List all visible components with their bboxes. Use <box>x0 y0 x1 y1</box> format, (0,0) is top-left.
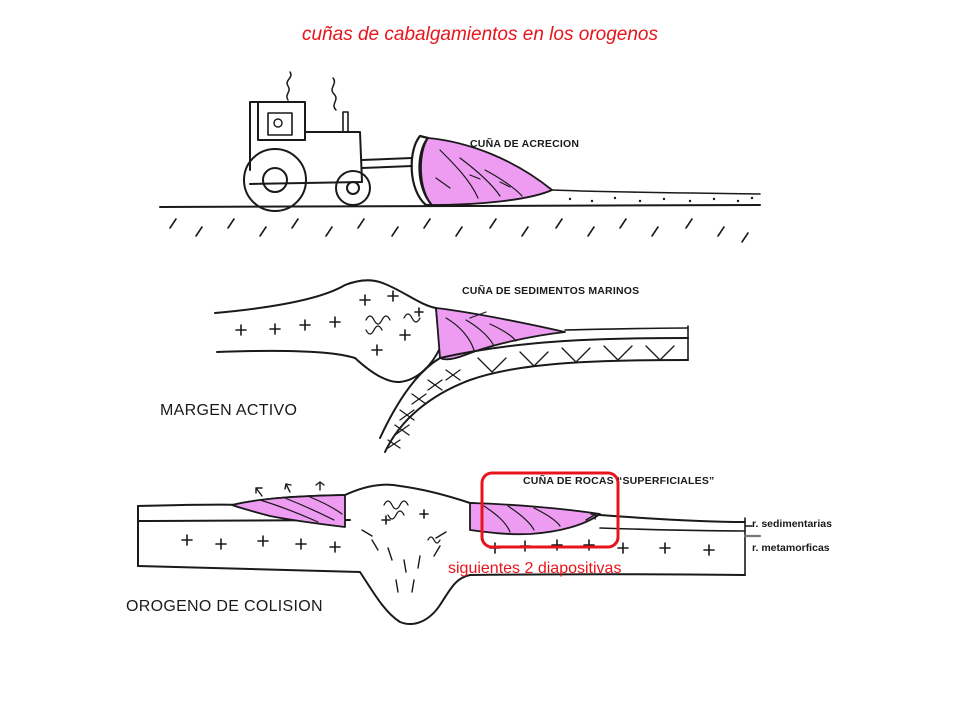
highlight-box <box>480 471 620 549</box>
continental-crust <box>214 279 441 384</box>
sediment-layer <box>551 189 761 195</box>
sediment-base-right <box>599 527 746 532</box>
slab-upper-curve <box>379 357 441 439</box>
subducting-slab-top <box>439 337 689 359</box>
ocean-sediment-top <box>564 327 689 331</box>
ground-line <box>159 204 761 208</box>
sediment-dots <box>568 196 754 203</box>
crust-plus-marks <box>235 290 424 356</box>
foliation-strokes <box>361 529 447 593</box>
subducting-slab-bottom <box>384 359 689 453</box>
label-surface-rock-wedge: CUÑA DE ROCAS “SUPERFICIALES” <box>523 475 715 487</box>
ground-hatching <box>169 218 749 243</box>
tractor-icon <box>243 101 413 212</box>
page-title: cuñas de cabalgamientos en los orogenos <box>302 24 658 45</box>
upper-sediment-line <box>137 503 241 507</box>
label-marine-wedge: CUÑA DE SEDIMENTOS MARINOS <box>462 285 640 297</box>
crust-base <box>137 565 746 625</box>
accretion-wedge-lines <box>435 149 523 199</box>
label-accretion-wedge: CUÑA DE ACRECION <box>470 138 580 150</box>
marine-sediment-wedge <box>435 307 566 361</box>
left-wedge-lines <box>259 496 343 523</box>
legend-metamorphic: r. metamorficas <box>752 542 830 554</box>
right-wedge-lines <box>483 505 561 533</box>
next-slides-note: siguientes 2 diapositivas <box>448 560 622 577</box>
migmatite-squiggles <box>365 313 421 335</box>
panel-collision-orogen <box>137 481 762 625</box>
uplift-arrows <box>255 481 597 521</box>
panel-active-margin <box>214 279 689 453</box>
smoke-icon <box>286 71 337 111</box>
left-rock-wedge <box>231 494 346 528</box>
marine-wedge-lines <box>445 311 517 351</box>
caption-active-margin: MARGEN ACTIVO <box>160 402 298 419</box>
accretion-wedge <box>420 137 553 206</box>
orogen-migmatite <box>383 500 441 544</box>
legend-sedimentary: r. sedimentarias <box>752 518 832 530</box>
right-rock-wedge <box>469 502 601 536</box>
caption-collision-orogen: OROGENO DE COLISION <box>126 598 323 615</box>
panel-accretion <box>159 71 761 243</box>
slab-hatching <box>387 345 675 449</box>
